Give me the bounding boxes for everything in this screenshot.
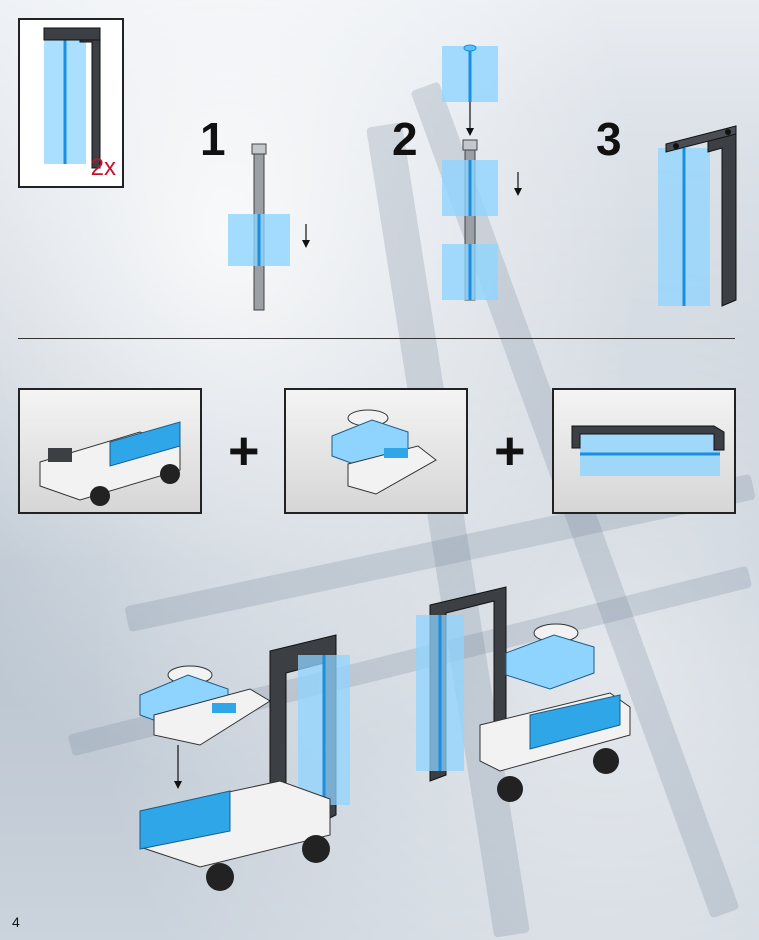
plus-icon: +: [494, 424, 526, 478]
down-arrow-icon: [514, 172, 522, 196]
subassembly-cab: [284, 388, 468, 514]
brush-illustration: [554, 390, 738, 516]
subassembly-chassis: [18, 388, 202, 514]
down-arrow-icon: [174, 745, 182, 789]
chassis-illustration: [20, 390, 204, 516]
assembly-exploded-view: [130, 585, 410, 895]
step-number-2: 2: [392, 116, 418, 162]
assembly-completed-view: [410, 585, 650, 815]
quantity-label: 2x: [91, 156, 116, 180]
step-3-illustration: [652, 118, 742, 318]
down-arrow-icon: [466, 102, 474, 136]
cab-illustration: [286, 390, 470, 516]
subassembly-brush: [552, 388, 736, 514]
section-divider: [18, 338, 735, 339]
plus-icon: +: [228, 424, 260, 478]
step-1-illustration: [220, 140, 310, 340]
parts-callout: 2x: [18, 18, 124, 188]
step-number-3: 3: [596, 116, 622, 162]
down-arrow-icon: [302, 224, 310, 248]
step-2-illustration: [438, 40, 538, 310]
page-number: 4: [12, 914, 20, 930]
